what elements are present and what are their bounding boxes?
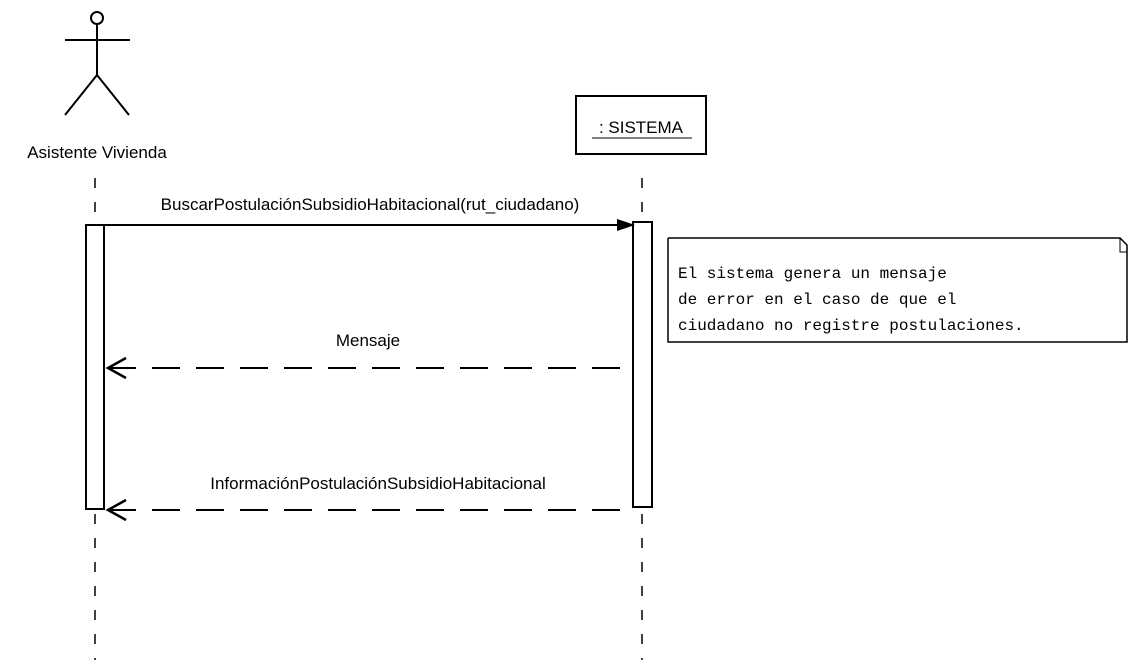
message-call-label: BuscarPostulaciónSubsidioHabitacional(ru… <box>161 195 580 214</box>
note-line-3: ciudadano no registre postulaciones. <box>678 317 1024 335</box>
actor-head <box>90 11 104 25</box>
message-informacion-arrowhead <box>105 498 127 522</box>
actor-activation-bar <box>85 224 105 510</box>
message-mensaje-arrowhead <box>105 356 127 380</box>
object-name: : SISTEMA <box>599 118 684 137</box>
actor-left-leg <box>64 74 98 116</box>
message-mensaje-label: Mensaje <box>336 331 400 350</box>
note-corner-fold <box>1119 238 1127 253</box>
note-line-2: de error en el caso de que el <box>678 291 956 309</box>
note-line-1: El sistema genera un mensaje <box>678 265 947 283</box>
note-box <box>667 237 1128 343</box>
object-activation-bar <box>632 221 653 508</box>
actor-right-leg <box>96 74 130 116</box>
object-box <box>575 95 707 155</box>
message-informacion-label: InformaciónPostulaciónSubsidioHabitacion… <box>210 474 545 493</box>
actor-name: Asistente Vivienda <box>27 143 167 162</box>
actor-figure <box>64 11 130 116</box>
